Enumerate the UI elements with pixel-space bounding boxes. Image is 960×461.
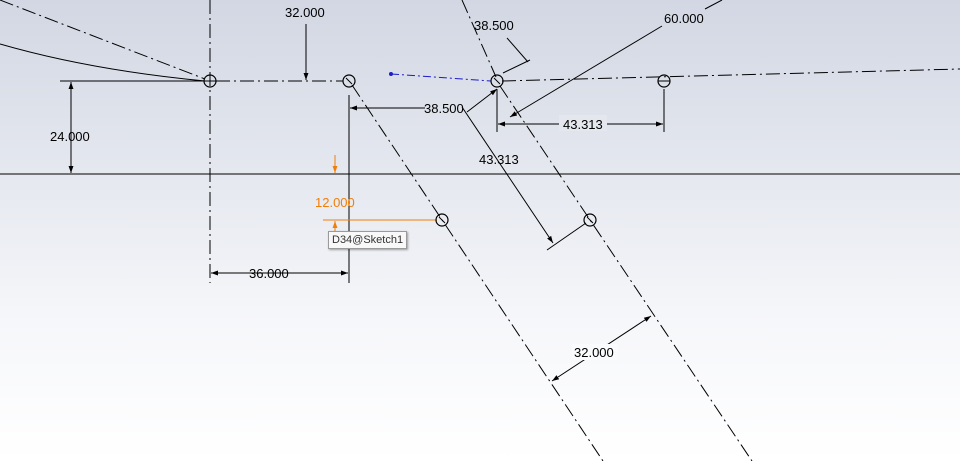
dimension-60-line[interactable] bbox=[509, 25, 663, 118]
angled-centerline-left[interactable] bbox=[351, 84, 604, 461]
dimension-36-label[interactable]: 36.000 bbox=[249, 266, 289, 281]
upper-left-construction-line[interactable] bbox=[0, 0, 206, 80]
dimension-32-top-label[interactable]: 32.000 bbox=[285, 5, 325, 20]
dimension-32-lower-label-bg bbox=[572, 344, 618, 360]
upper-angled-line[interactable] bbox=[461, 0, 497, 78]
dimension-24-label[interactable]: 24.000 bbox=[50, 129, 90, 144]
dimension-12-label[interactable]: 12.000 bbox=[315, 195, 355, 210]
dimension-43-horizontal-label-bg bbox=[559, 115, 607, 131]
dimension-60-line-end bbox=[704, 0, 723, 10]
sketch-point-origin[interactable] bbox=[203, 74, 217, 88]
upper-left-curve[interactable] bbox=[0, 43, 206, 82]
dimension-43-diagonal-tick bbox=[546, 222, 587, 251]
sketch-point-3[interactable] bbox=[490, 74, 504, 88]
dimension-tooltip: D34@Sketch1 bbox=[328, 231, 408, 249]
dimension-32-lower-label[interactable]: 32.000 bbox=[574, 345, 614, 360]
dimension-38-5-upper-label[interactable]: 38.500 bbox=[474, 18, 514, 33]
sketch-point-5[interactable] bbox=[435, 213, 449, 227]
selected-construction-line[interactable] bbox=[390, 73, 492, 82]
sketch-point-4[interactable] bbox=[657, 74, 671, 88]
dimension-38-5-upper-tick bbox=[502, 59, 531, 74]
dimension-60-label[interactable]: 60.000 bbox=[664, 11, 704, 26]
dimension-43-horizontal-label[interactable]: 43.313 bbox=[563, 117, 603, 132]
selected-endpoint[interactable] bbox=[389, 72, 393, 76]
sketch-point-6[interactable] bbox=[583, 213, 597, 227]
angled-centerline-right[interactable] bbox=[499, 85, 753, 461]
dimension-38-5-horizontal-label[interactable]: 38.500 bbox=[424, 101, 464, 116]
dimension-43-diagonal-line[interactable] bbox=[461, 106, 554, 244]
dimension-43-diagonal-label[interactable]: 43.313 bbox=[479, 152, 519, 167]
dimension-38-5-leader bbox=[466, 88, 498, 113]
dimension-38-5-upper-line[interactable] bbox=[506, 37, 529, 63]
upper-right-centerline[interactable] bbox=[501, 68, 960, 82]
sketch-point-2[interactable] bbox=[342, 74, 356, 88]
